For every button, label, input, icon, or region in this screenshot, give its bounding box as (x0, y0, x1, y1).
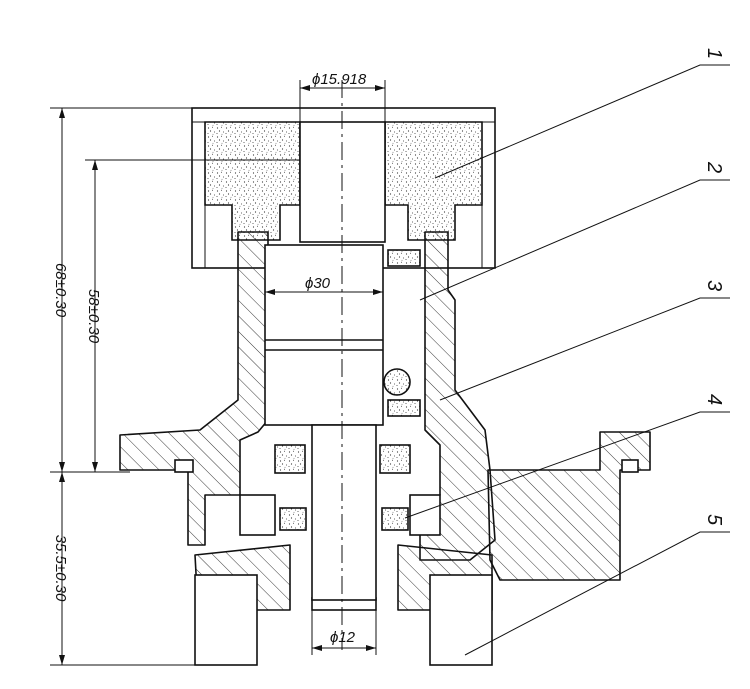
leader-lines (404, 64, 730, 656)
dimension-shaft-top: ϕ15.918 (299, 71, 386, 122)
dimension-vertical: 68±0.30 58±0.30 35.5±0.30 (50, 107, 300, 666)
pump-housing (119, 231, 651, 581)
part-number-2: 2 (703, 161, 725, 173)
part-number-1: 1 (703, 48, 725, 59)
part-number-5: 5 (703, 514, 725, 526)
part-number-3: 3 (703, 280, 725, 291)
dimension-label-shaft-top: ϕ15.918 (312, 71, 367, 88)
dimension-label-shaft-bottom: ϕ12 (330, 629, 356, 646)
dimension-shaft-bottom: ϕ12 (311, 610, 377, 655)
dimension-label-flange-to-top: 58±0.30 (85, 289, 102, 344)
dimension-label-bearing: ϕ30 (305, 275, 331, 292)
dimension-label-total-height: 68±0.30 (52, 263, 69, 318)
dimension-label-bottom-height: 35.5±0.30 (52, 535, 69, 602)
shaft-bearing (264, 121, 421, 601)
mechanical-seal (239, 444, 441, 536)
dimension-bearing: ϕ30 (265, 275, 383, 295)
part-number-4: 4 (703, 394, 725, 405)
impeller (194, 544, 493, 666)
